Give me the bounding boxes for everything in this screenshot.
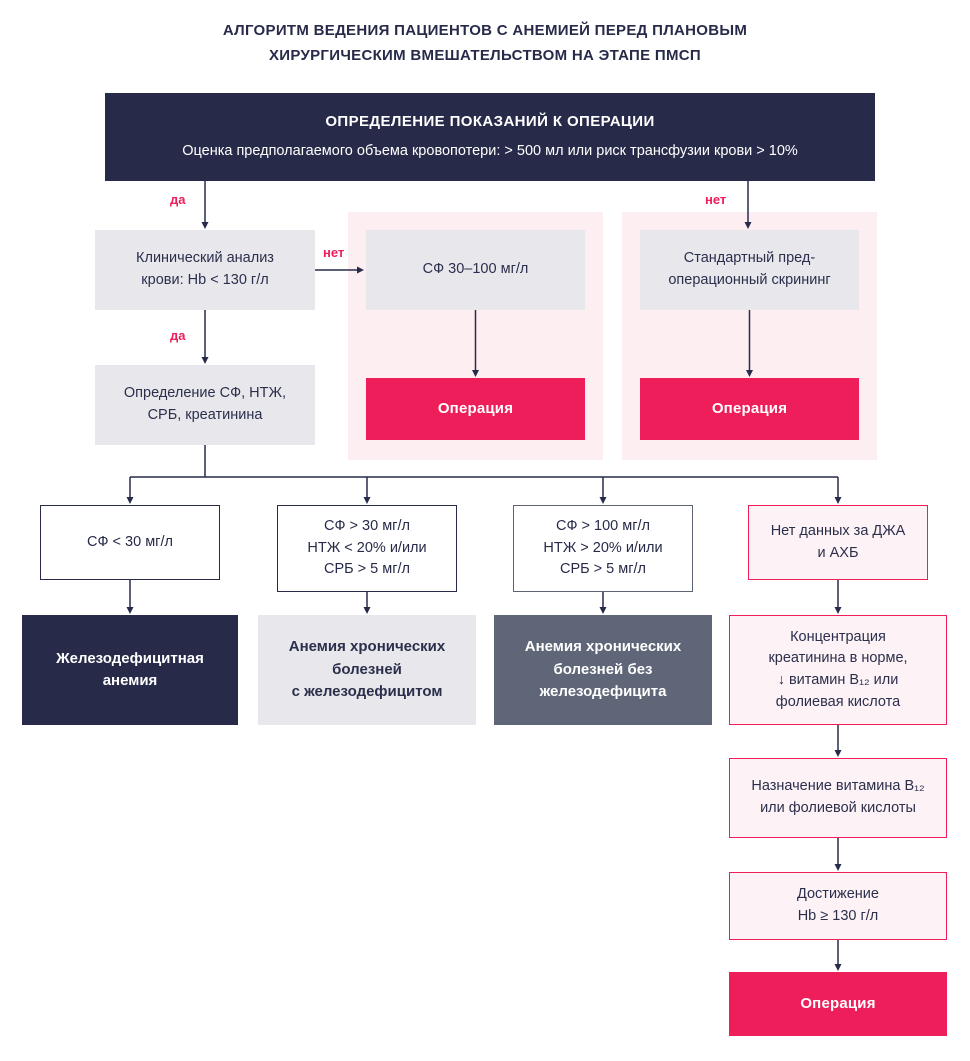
determine-markers-node: Определение СФ, НТЖ, СРБ, креатинина (95, 365, 315, 445)
branch-label-no-top: нет (705, 192, 727, 207)
condition-no-data: Нет данных за ДЖА и АХБ (748, 505, 928, 580)
standard-screening-node: Стандартный пред- операционный скрининг (640, 230, 859, 310)
branch-label-yes-mid: да (170, 328, 186, 343)
result-creatinine-b12: Концентрация креатинина в норме, ↓ витам… (729, 615, 947, 725)
operation-node-1: Операция (366, 378, 585, 440)
branch-label-yes-top: да (170, 192, 186, 207)
ferritin-30-100-node: СФ 30–100 мг/л (366, 230, 585, 310)
result-iron-deficiency-anemia: Железодефицитная анемия (22, 615, 238, 725)
operation-node-2: Операция (640, 378, 859, 440)
root-heading: ОПРЕДЕЛЕНИЕ ПОКАЗАНИЙ К ОПЕРАЦИИ (325, 113, 655, 131)
result-acd-with-id: Анемия хронических болезней с железодефи… (258, 615, 476, 725)
result-acd-without-id: Анемия хронических болезней без железоде… (494, 615, 712, 725)
condition-acd-without-id: СФ > 100 мг/л НТЖ > 20% и/или СРБ > 5 мг… (513, 505, 693, 592)
root-subtitle: Оценка предполагаемого объема кровопотер… (182, 142, 798, 159)
root-node: ОПРЕДЕЛЕНИЕ ПОКАЗАНИЙ К ОПЕРАЦИИ Оценка … (105, 93, 875, 181)
clinical-blood-test-node: Клинический анализ крови: Hb < 130 г/л (95, 230, 315, 310)
branch-label-no-mid: нет (323, 245, 345, 260)
operation-node-3: Операция (729, 972, 947, 1036)
condition-ferritin-low: СФ < 30 мг/л (40, 505, 220, 580)
target-hb-node: Достижение Hb ≥ 130 г/л (729, 872, 947, 940)
page-title-line1: АЛГОРИТМ ВЕДЕНИЯ ПАЦИЕНТОВ С АНЕМИЕЙ ПЕР… (222, 22, 748, 39)
page-title-line2: ХИРУРГИЧЕСКИМ ВМЕШАТЕЛЬСТВОМ НА ЭТАПЕ ПМ… (269, 47, 701, 64)
condition-acd-with-id: СФ > 30 мг/л НТЖ < 20% и/или СРБ > 5 мг/… (277, 505, 457, 592)
page-title: АЛГОРИТМ ВЕДЕНИЯ ПАЦИЕНТОВ С АНЕМИЕЙ ПЕР… (0, 18, 970, 68)
prescribe-vitamin-node: Назначение витамина B₁₂ или фолиевой кис… (729, 758, 947, 838)
